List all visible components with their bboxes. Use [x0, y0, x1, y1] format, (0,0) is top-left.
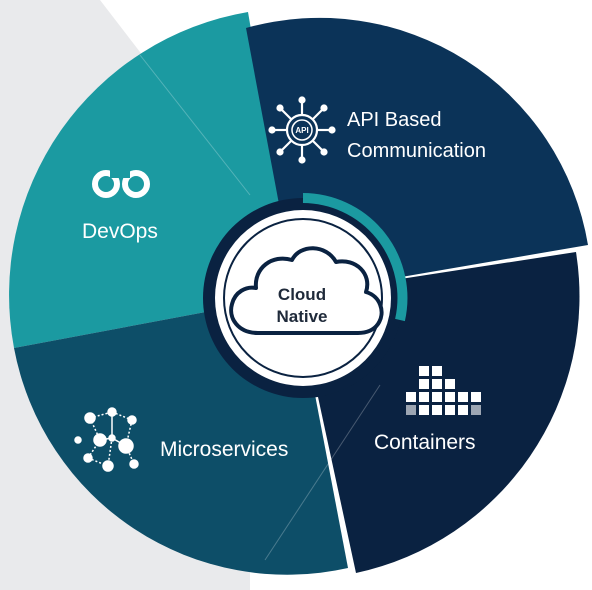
api-gear-icon	[268, 96, 336, 164]
accent-line	[139, 54, 251, 196]
microservices-network-icon	[74, 407, 139, 472]
accent-line	[264, 384, 381, 561]
cloud-icon	[229, 246, 384, 335]
api-label-line2: Communication	[347, 140, 486, 162]
devops-label: DevOps	[82, 220, 158, 243]
containers-icon	[406, 366, 481, 415]
api-label-line1: API Based	[347, 109, 442, 131]
center-title-line2: Native	[276, 307, 327, 326]
devops-infinity-icon	[92, 170, 150, 198]
devops-icon-gap	[110, 170, 130, 178]
containers-label: Containers	[374, 431, 476, 454]
center-ring-accent	[302, 193, 408, 322]
api-icon-text: API	[295, 126, 308, 135]
center-title-line1: Cloud	[278, 285, 326, 304]
microservices-label: Microservices	[160, 438, 288, 461]
